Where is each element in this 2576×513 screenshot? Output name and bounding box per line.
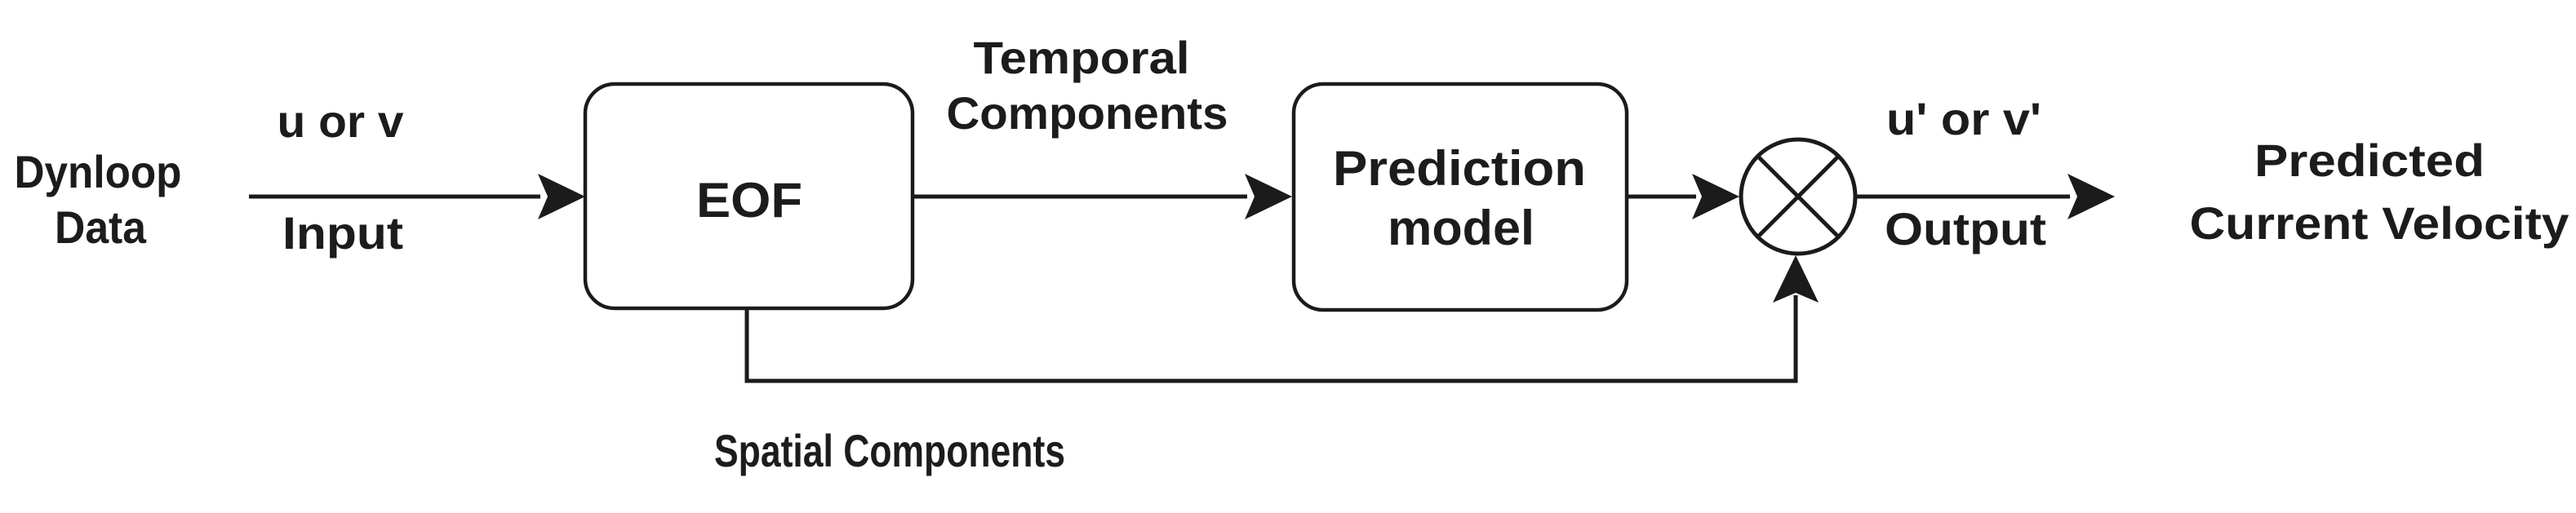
predicted-current-velocity-label: Predicted Current Velocity xyxy=(2190,135,2569,249)
prediction-model-label-line2: model xyxy=(1388,201,1534,255)
multiplier-node xyxy=(1739,137,1858,256)
dynloop-data-label: Dynloop Data xyxy=(15,146,182,253)
output-arrow-label-below: Output xyxy=(1885,203,2046,254)
prediction-model-label-line1: Prediction xyxy=(1333,141,1586,196)
result-label-line2: Current Velocity xyxy=(2190,197,2569,249)
spatial-feedback-head-icon xyxy=(1773,255,1819,303)
temporal-label-line2: Components xyxy=(947,87,1228,139)
spatial-feedback-line xyxy=(744,295,1798,383)
dynloop-data-label-line1: Dynloop xyxy=(15,146,182,197)
input-arrow-label-above: u or v xyxy=(278,95,404,147)
output-arrow-label-above: u' or v' xyxy=(1886,93,2041,144)
input-arrow-head-icon xyxy=(538,174,585,219)
temporal-label-line1: Temporal xyxy=(974,32,1190,83)
input-arrow-label-below: Input xyxy=(282,207,403,259)
input-arrow: u or v Input xyxy=(249,95,585,259)
temporal-components-arrow: Temporal Components xyxy=(913,32,1292,219)
temporal-arrow-head-icon xyxy=(1245,174,1292,219)
spatial-components-label: Spatial Components xyxy=(714,425,1065,476)
spatial-components-feedback-arrow: Spatial Components xyxy=(714,255,1819,476)
prediction-model-node: Prediction model xyxy=(1291,82,1629,312)
prediction-to-multiplier-head-icon xyxy=(1692,174,1739,219)
dynloop-data-label-line2: Data xyxy=(55,201,147,253)
eof-box-label: EOF xyxy=(696,173,802,228)
output-arrow-head-icon xyxy=(2067,174,2115,219)
result-label-line1: Predicted xyxy=(2254,135,2485,186)
eof-node: EOF xyxy=(583,82,915,311)
output-arrow: u' or v' Output xyxy=(1855,93,2115,254)
prediction-model-box xyxy=(1291,82,1629,312)
prediction-to-multiplier-arrow xyxy=(1627,174,1739,219)
multiply-cross-diagonal-2 xyxy=(1756,154,1841,239)
